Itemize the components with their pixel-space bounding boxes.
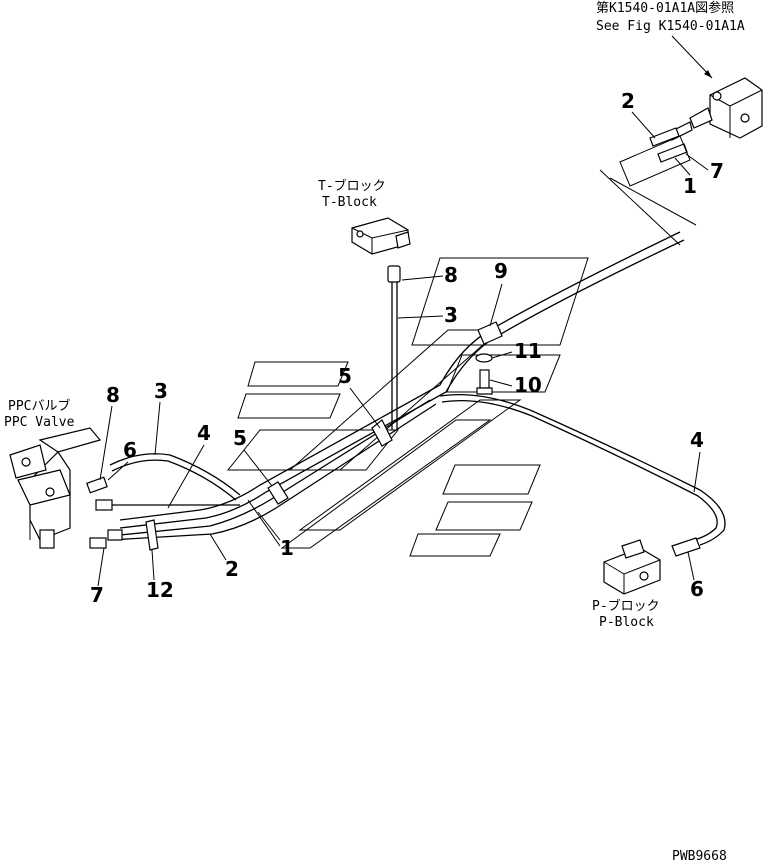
drawing-code: PWB9668 [672,849,727,864]
reference-note-en: See Fig K1540-01A1A [596,19,745,34]
callout-9: 9 [494,259,508,283]
reference-note-jp: 第K1540-01A1A図参照 [596,0,734,16]
callout-6-left: 6 [123,438,137,462]
ppc-valve-label-en: PPC Valve [4,415,75,430]
callout-1: 1 [683,174,697,198]
callout-8-left: 8 [106,383,120,407]
callout-7: 7 [710,159,724,183]
callout-12: 12 [146,578,174,602]
arrow-head-icon [704,70,712,78]
reference-leader [671,35,713,79]
callout-4-right: 4 [690,428,704,452]
callout-4-left: 4 [197,421,211,445]
callout-2: 2 [621,89,635,113]
callout-3: 3 [444,303,458,327]
fittings-top-right [599,127,697,246]
valve-block-top-right [669,77,763,141]
callout-2-lower: 2 [225,557,239,581]
callout-6-right: 6 [690,577,704,601]
callout-7-lower: 7 [90,583,104,607]
t-block: T-ブロック T-Block [318,178,411,255]
ppc-valve: PPCバルブ PPC Valve [4,398,102,549]
p-block-label-en: P-Block [599,615,654,630]
callout-8: 8 [444,263,458,287]
callout-11: 11 [514,339,542,363]
p-block-label-jp: P-ブロック [592,598,660,614]
hose-3-vertical [387,265,401,430]
hose-3-left [100,453,241,506]
main-hose-bundle [109,231,726,546]
t-block-label-jp: T-ブロック [318,178,386,194]
t-block-label-en: T-Block [322,195,377,210]
p-block: P-ブロック P-Block [592,537,701,630]
exploded-plane [619,135,691,187]
callout-1-lower: 1 [280,536,294,560]
callout-10: 10 [514,373,542,397]
callout-3-left: 3 [154,379,168,403]
bolt-washer [475,353,493,395]
ppc-valve-label-jp: PPCバルブ [8,398,70,414]
machine-floor-outline [226,257,589,557]
left-fittings [86,476,123,549]
callout-5-lower: 5 [233,426,247,450]
callout-5-upper: 5 [338,364,352,388]
reference-note: 第K1540-01A1A図参照 See Fig K1540-01A1A [596,0,745,79]
